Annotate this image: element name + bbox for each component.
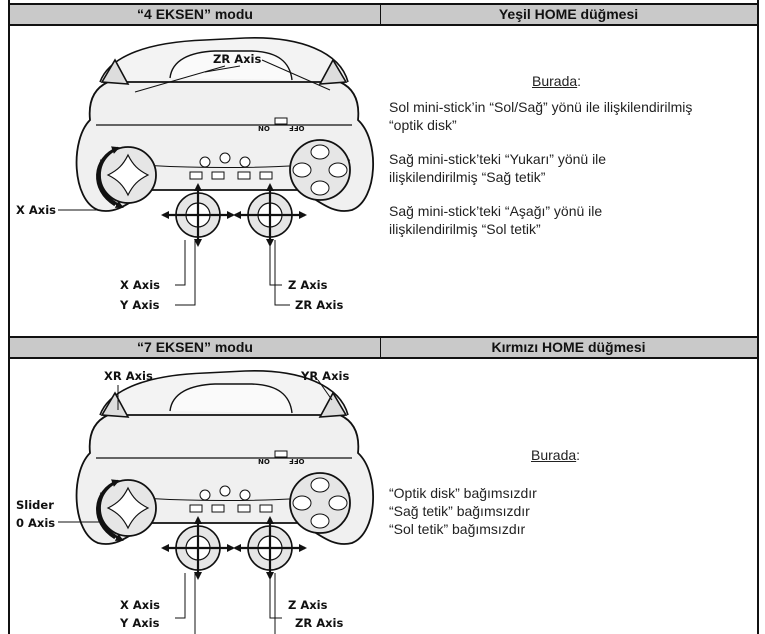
section1-x-axis-left-label: X Axis [16,203,56,217]
section2-slider-label: Slider [16,498,54,512]
section2-header: “7 EKSEN” modu Kırmızı HOME düğmesi [10,336,757,359]
section2-lines: “Optik disk” bağımsızdır “Sağ tetik” bağ… [389,485,537,537]
section1-paragraph-1: Sol mini-stick’in “Sol/Sağ” yönü ile ili… [389,99,693,133]
section2-xr-axis-label: XR Axis [104,369,153,383]
page-frame [8,0,759,634]
section1-header: “4 EKSEN” modu Yeşil HOME düğmesi [10,3,757,26]
section2-0-axis-label: 0 Axis [16,516,56,530]
section1-burada-heading: Burada: [532,73,582,89]
section2-zr-axis-bottom-label: ZR Axis [295,616,344,630]
section2-y-axis-bottom-label: Y Axis [120,616,160,630]
section1-switch-off-label: OFF [289,124,305,132]
section2-burada-heading: Burada: [531,447,581,463]
section1-paragraph-2: Sağ mini-stick’teki “Yukarı” yönü ile il… [389,151,607,185]
section2-switch-on-label: ON [258,457,270,465]
section1-switch-on-label: ON [258,124,270,132]
section1-zr-axis-bottom-label: ZR Axis [295,298,344,312]
section2-x-axis-bottom-label: X Axis [120,598,160,612]
section2-yr-axis-label: YR Axis [301,369,350,383]
section1-paragraph-3: Sağ mini-stick’teki “Aşağı” yönü ile ili… [389,203,603,237]
section1-zr-axis-top-label: ZR Axis [213,52,262,66]
section2-z-axis-bottom-label: Z Axis [288,598,328,612]
section1-y-axis-bottom-label: Y Axis [120,298,160,312]
section1-z-axis-bottom-label: Z Axis [288,278,328,292]
section2-mode-title: “7 EKSEN” modu [137,339,253,355]
section2-home-button-title: Kırmızı HOME düğmesi [491,339,646,355]
section1-mode-title: “4 EKSEN” modu [137,6,253,22]
section1-x-axis-bottom-label: X Axis [120,278,160,292]
section1-home-button-title: Yeşil HOME düğmesi [498,6,639,22]
section2-switch-off-label: OFF [289,457,305,465]
